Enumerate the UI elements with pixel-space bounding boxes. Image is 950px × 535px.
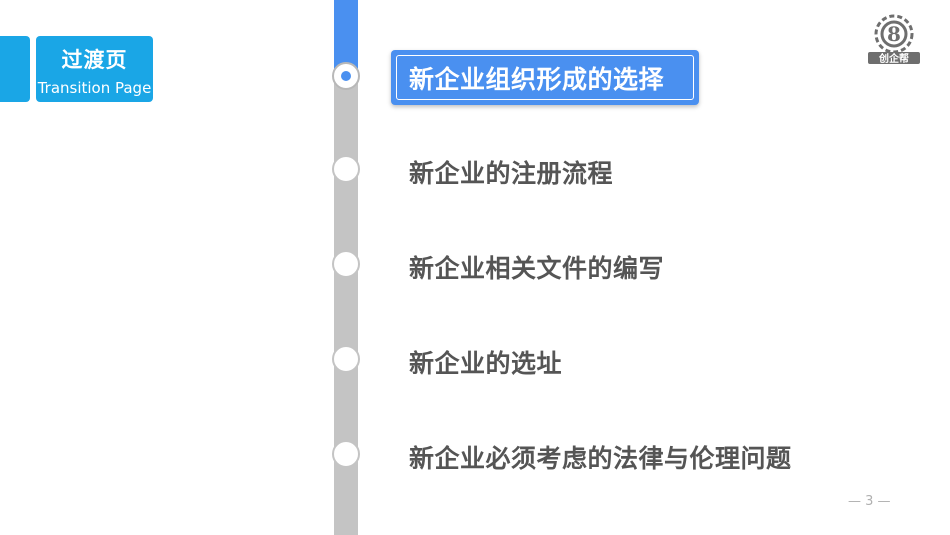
- timeline-node-3[interactable]: [332, 250, 360, 278]
- agenda-item-1-highlight[interactable]: [391, 50, 699, 105]
- logo-text: 创企帮: [878, 52, 909, 65]
- agenda-item-5[interactable]: 新企业必须考虑的法律与伦理问题: [409, 444, 792, 473]
- agenda-item-1[interactable]: 新企业组织形成的选择: [409, 65, 665, 94]
- timeline-node-1[interactable]: [332, 62, 360, 90]
- agenda-item-3[interactable]: 新企业相关文件的编写: [409, 254, 665, 283]
- timeline-node-4[interactable]: [332, 345, 360, 373]
- timeline-node-5[interactable]: [332, 440, 360, 468]
- agenda-item-2[interactable]: 新企业的注册流程: [409, 159, 614, 188]
- page-number: — 3 —: [848, 494, 891, 509]
- svg-text:8: 8: [887, 22, 901, 46]
- left-accent-strip: [0, 36, 30, 102]
- agenda-item-4[interactable]: 新企业的选址: [409, 349, 563, 378]
- section-tag: 过渡页 Transition Page: [36, 36, 153, 102]
- section-tag-title: 过渡页: [61, 48, 128, 72]
- section-tag-subtitle: Transition Page: [37, 79, 152, 97]
- timeline-node-2[interactable]: [332, 155, 360, 183]
- gear-logo-icon: 8 创企帮: [868, 14, 920, 65]
- active-dot-icon: [341, 71, 351, 81]
